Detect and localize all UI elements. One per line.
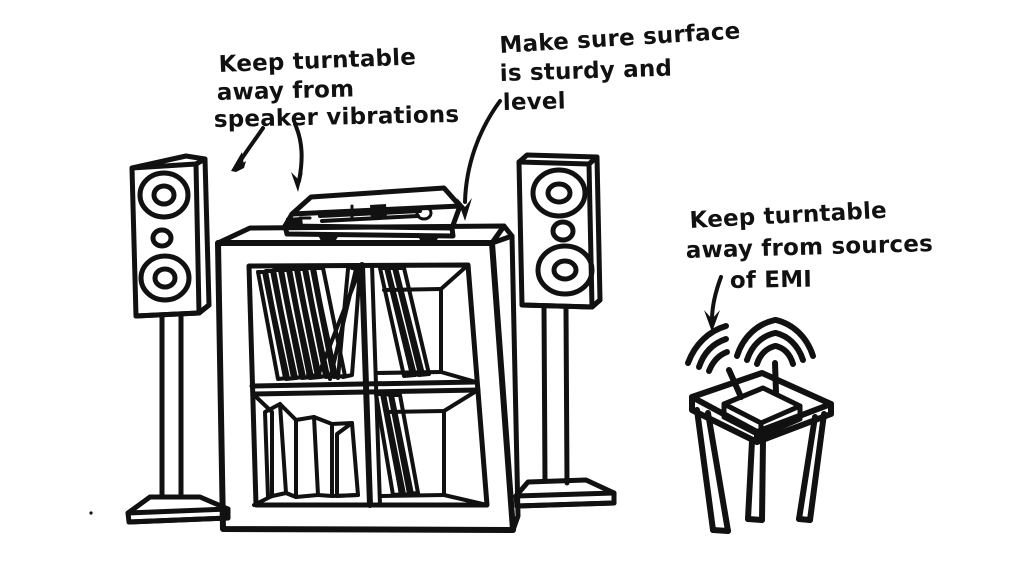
wifi-waves xyxy=(685,317,816,374)
annotation-emi-sources: Keep turntable away from sources of EMI xyxy=(685,198,933,332)
note-line: away from sources xyxy=(685,231,933,264)
annotation-sturdy-level: Make sure surface is sturdy and level xyxy=(457,18,741,221)
arrow-to-turntable xyxy=(291,122,304,192)
left-speaker-stand xyxy=(125,311,231,525)
note-line: Keep turntable xyxy=(218,44,416,78)
note-line: speaker vibrations xyxy=(214,102,460,133)
annotation-speaker-vibrations: Keep turntable away from speaker vibrati… xyxy=(214,44,460,192)
note-sturdy-level-text: Make sure surface is sturdy and level xyxy=(499,18,741,116)
note-speaker-vibrations-text: Keep turntable away from speaker vibrati… xyxy=(214,44,460,133)
note-line: away from xyxy=(216,76,354,106)
wifi-router xyxy=(721,360,803,439)
note-line: Make sure surface xyxy=(499,18,741,59)
right-speaker xyxy=(516,152,603,310)
note-line: of EMI xyxy=(730,267,813,294)
right-speaker-stand xyxy=(513,304,617,509)
records-bottom-right xyxy=(374,392,420,497)
note-line: level xyxy=(502,88,566,116)
arrow-to-left-speaker xyxy=(231,126,265,172)
turntable xyxy=(282,185,463,246)
arrow-to-router xyxy=(704,275,723,332)
records-bottom-left xyxy=(263,402,360,499)
left-speaker xyxy=(129,153,212,319)
note-line: is sturdy and xyxy=(499,56,672,87)
side-table xyxy=(689,370,834,534)
records-top-right xyxy=(378,266,431,378)
note-emi-text: Keep turntable away from sources of EMI xyxy=(685,198,933,294)
arrow-to-shelf-surface xyxy=(457,99,502,221)
records-top-left xyxy=(256,266,362,381)
stray-ink-dot xyxy=(89,511,93,515)
record-shelf xyxy=(215,223,521,533)
note-line: Keep turntable xyxy=(689,198,888,234)
